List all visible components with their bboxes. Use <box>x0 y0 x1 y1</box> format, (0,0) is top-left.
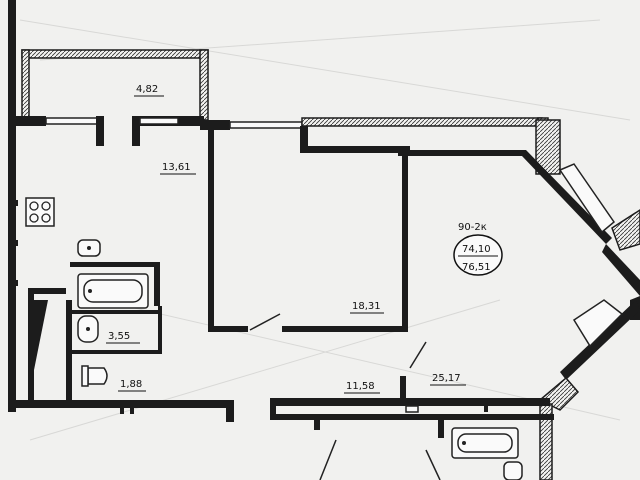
right-wall <box>398 117 640 480</box>
room-area-bedroom: 18,31 <box>352 301 381 312</box>
apartment-badge: 90-2к 74,10 76,51 <box>453 222 503 276</box>
fixtures <box>14 197 523 480</box>
outer-wall-left <box>8 0 16 412</box>
room-area-bathroom: 3,55 <box>108 331 130 342</box>
balcony-rail-top <box>21 49 209 59</box>
top-wall <box>16 116 543 153</box>
toilet-icon <box>87 367 108 385</box>
window-kitchen-right <box>139 117 179 125</box>
window-bedroom <box>229 121 303 129</box>
wall-stub-bottom <box>226 400 234 422</box>
apartment-code: 90-2к <box>458 222 487 233</box>
window-kitchen-left <box>45 117 101 125</box>
stove-icon <box>25 197 55 227</box>
sink-lower-icon <box>503 461 523 480</box>
room-area-hall: 11,58 <box>346 381 375 392</box>
room-area-living: 25,17 <box>432 373 461 384</box>
balcony-rail-right <box>199 49 209 121</box>
loggia-rail-top <box>301 117 543 127</box>
balcony-rail-left <box>21 49 30 119</box>
interior-walls <box>28 150 554 480</box>
vent-shaft <box>34 300 48 370</box>
balcony <box>21 49 209 121</box>
area-living: 74,10 <box>462 244 491 255</box>
room-area-balcony: 4,82 <box>136 84 158 95</box>
outer-wall-bottom-left <box>8 400 234 408</box>
room-area-kitchen: 13,61 <box>162 162 191 173</box>
room-labels: 4,82 13,61 18,31 25,17 11,58 3,55 1,88 <box>106 84 466 394</box>
room-area-wc: 1,88 <box>120 379 142 390</box>
background-texture <box>19 19 631 441</box>
area-total: 76,51 <box>462 262 491 273</box>
